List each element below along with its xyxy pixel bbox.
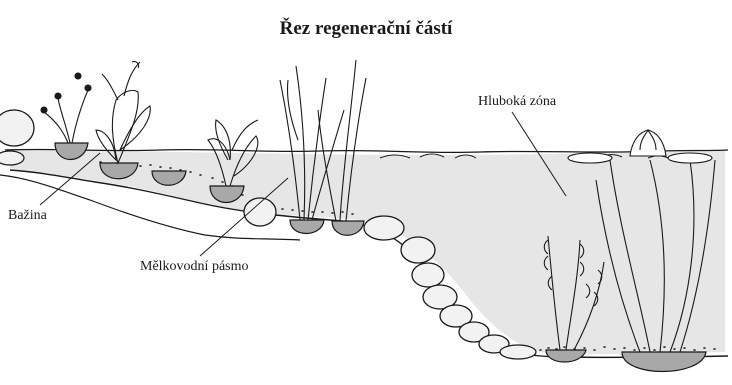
label-marsh: Bažina: [8, 208, 47, 224]
bank-stone: [0, 151, 24, 165]
label-deep-zone: Hluboká zóna: [478, 94, 556, 110]
water-body: [10, 150, 725, 355]
label-shallow-zone: Mělkovodní pásmo: [140, 259, 249, 275]
bank-stone: [0, 110, 34, 146]
